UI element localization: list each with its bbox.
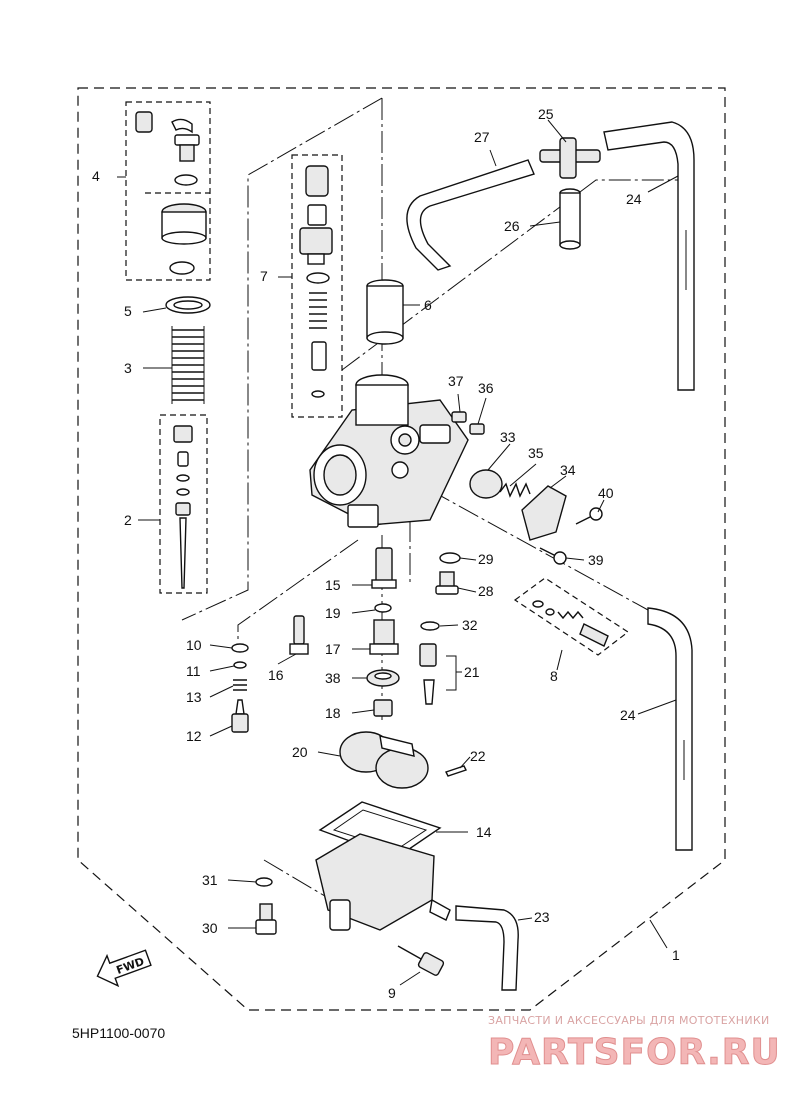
part-float-chamber [315,833,451,931]
part-26-pipe [559,188,581,250]
callout-30: 30 [202,920,218,936]
callout-21: 21 [464,664,480,680]
part-40-screw [575,507,603,525]
callout-5: 5 [124,303,132,319]
callout-7: 7 [260,268,268,284]
callout-25: 25 [538,106,554,122]
drawing-code: 5HP1100-0070 [72,1025,165,1041]
axis-lever-assembly [181,97,383,621]
callout-24-upper: 24 [626,191,642,207]
callout-31: 31 [202,872,218,888]
watermark-caption: ЗАПЧАСТИ И АКСЕССУАРЫ ДЛЯ МОТОТЕХНИКИ [488,1014,770,1027]
part-12-throttle-stop-screw [231,699,249,733]
part-35-spring [499,482,531,498]
callout-2: 2 [124,512,132,528]
callout-34: 34 [560,462,576,478]
group-box-7 [291,154,343,418]
part-8-pilot-screw-set [532,600,609,647]
callout-20: 20 [292,744,308,760]
part-21-needle-valve-set [419,643,437,705]
callout-labels: 1 2 3 4 5 6 7 8 9 10 11 12 13 14 15 16 1… [92,106,680,1001]
part-13-spring [233,679,247,691]
callout-9: 9 [388,985,396,1001]
part-32-o-ring [420,621,440,631]
callout-40: 40 [598,485,614,501]
axis-pilot-screw [429,489,649,611]
leader-lines [117,119,679,986]
part-37-screw [451,411,467,423]
fwd-label: FWD [115,955,146,977]
group-box-8 [513,577,630,656]
part-5-washer-hole [173,300,203,310]
callout-33: 33 [500,429,516,445]
callout-39: 39 [588,552,604,568]
part-30-screw [255,903,277,935]
part-6-holder-sleeve [366,279,404,345]
watermark-brand: PARTSFOR.RU [488,1032,781,1073]
callout-4: 4 [92,168,100,184]
callout-12: 12 [186,728,202,744]
part-33-diaphragm [469,469,503,499]
part-11-washer [233,661,247,669]
callout-32: 32 [462,617,478,633]
part-29-washer [439,552,461,564]
axis-cable-side [341,179,684,371]
assembly-boundary [77,87,726,1011]
callout-27: 27 [474,129,490,145]
part-20-float [339,731,429,789]
part-1-carburetor-body [309,374,469,528]
callout-3: 3 [124,360,132,376]
callout-19: 19 [325,605,341,621]
callout-10: 10 [186,637,202,653]
part-27-fuel-hose [406,159,535,271]
part-25-joint [539,137,601,179]
callout-36: 36 [478,380,494,396]
part-7-throttle-valve-set [299,165,333,398]
callout-23: 23 [534,909,550,925]
callout-35: 35 [528,445,544,461]
part-39-screw [539,547,567,565]
callout-11: 11 [186,663,201,679]
callout-22: 22 [470,748,486,764]
callout-15: 15 [325,577,341,593]
part-38-washer-stack [366,669,400,687]
callout-37: 37 [448,373,464,389]
part-22-float-pin [445,765,467,777]
part-34-cover [521,485,567,541]
callout-38: 38 [325,670,341,686]
part-3-throttle-spring [171,326,205,404]
part-4-cable-cap-set [135,111,207,275]
part-28-plug [435,571,459,595]
callout-24-lower: 24 [620,707,636,723]
callout-26: 26 [504,218,520,234]
part-18-main-jet [373,699,393,717]
part-10-o-ring [231,643,249,653]
part-19-o-ring [374,603,392,613]
callout-1: 1 [672,947,680,963]
part-17-jet-holder [369,619,399,655]
part-9-drain-screw [397,945,445,976]
part-15-needle-jet [371,547,397,589]
callout-29: 29 [478,551,494,567]
part-24-vent-hose-upper [603,121,695,391]
group-box-4 [125,101,211,281]
part-24-vent-hose-lower [647,607,693,851]
callout-18: 18 [325,705,341,721]
group-box-2 [159,414,208,594]
part-31-washer [255,877,273,887]
callout-8: 8 [550,668,558,684]
axis-pilot-jet [237,539,359,640]
part-16-pilot-jet [289,615,309,655]
callout-6: 6 [424,297,432,313]
fwd-arrow-icon: FWD [96,949,152,988]
callout-16: 16 [268,667,284,683]
part-23-drain-hose [455,905,519,991]
callout-14: 14 [476,824,492,840]
part-2-jet-needle-set [173,425,193,589]
callout-17: 17 [325,641,341,657]
part-36-screw [469,423,485,435]
callout-13: 13 [186,689,202,705]
callout-28: 28 [478,583,494,599]
